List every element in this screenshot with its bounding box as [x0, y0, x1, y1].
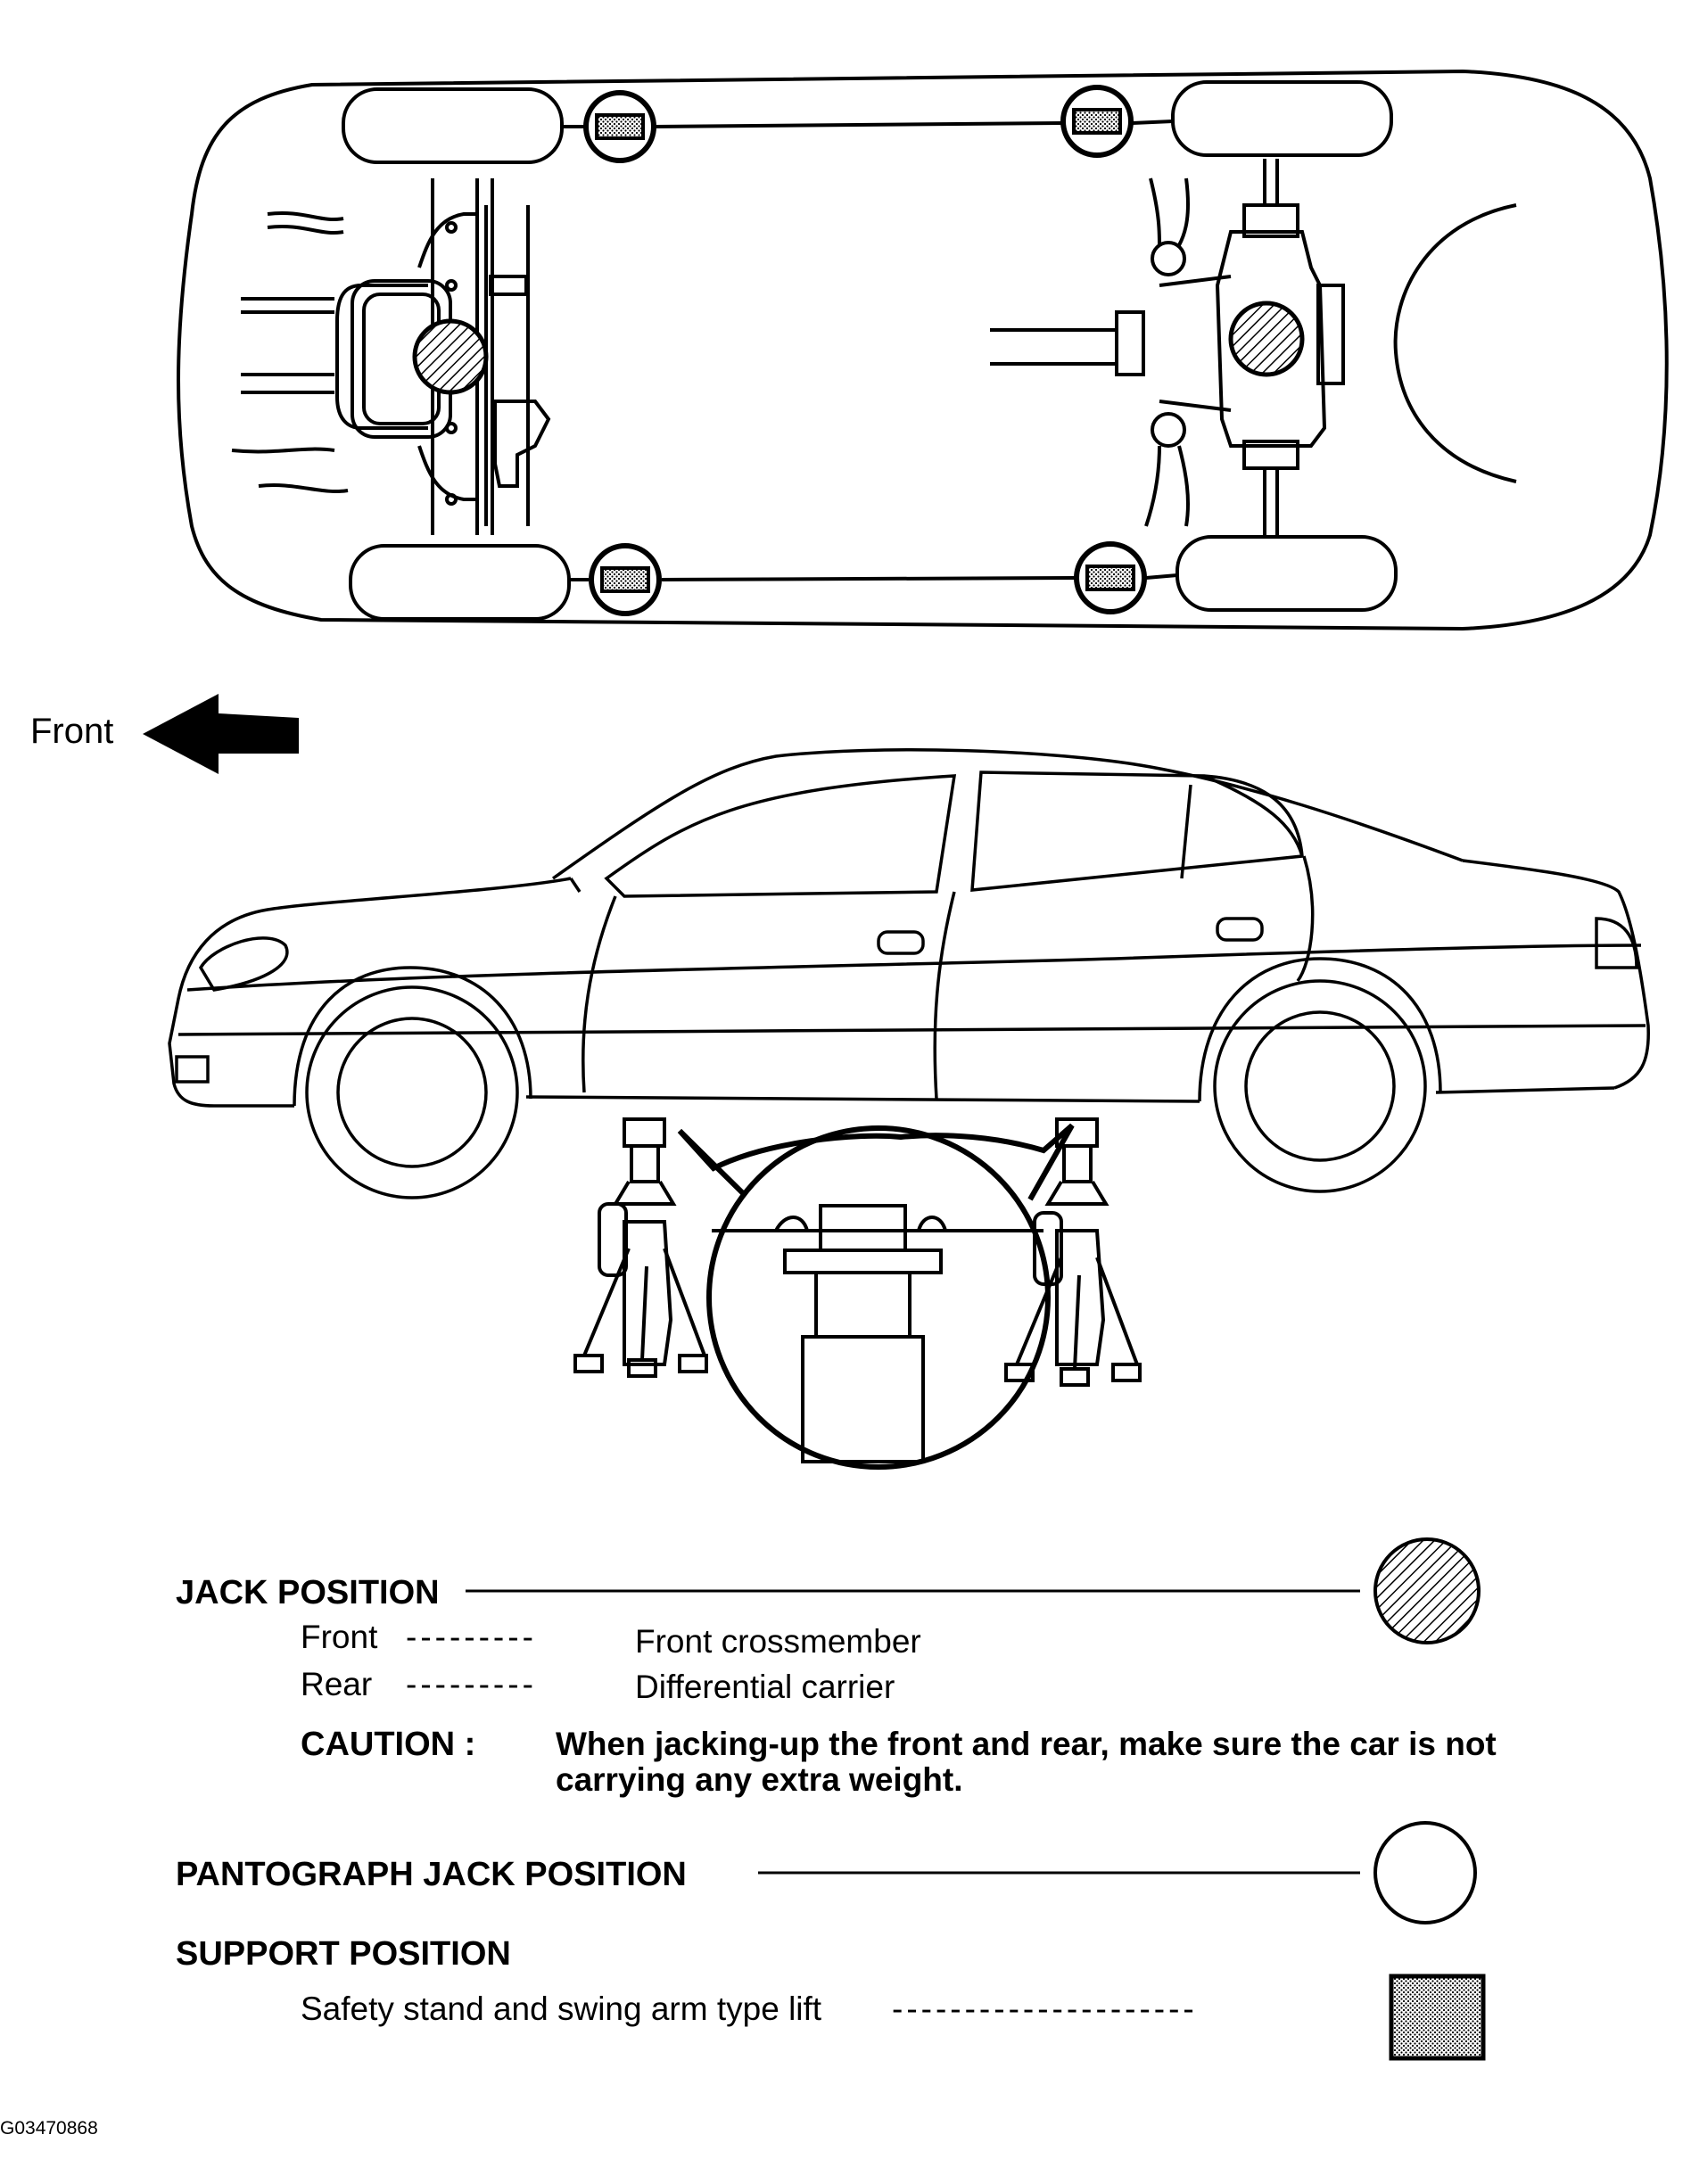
support-point-front-right [589, 543, 662, 616]
support-point-rear-right [1074, 541, 1147, 614]
front-arrow-icon [143, 694, 299, 774]
pantograph-jack-position-title: PANTOGRAPH JACK POSITION [176, 1856, 687, 1893]
jack-front-label: Front [301, 1619, 378, 1655]
front-wheel-side [305, 985, 519, 1199]
pantograph-symbol [1373, 1821, 1477, 1924]
support-position-symbol [1389, 1974, 1486, 2061]
caution-text: When jacking-up the front and rear, make… [556, 1726, 1497, 1798]
side-view-car [168, 748, 1650, 1199]
jack-rear-leader: --------- [406, 1666, 537, 1702]
front-jack-point-mark [412, 318, 489, 395]
caution-label: CAUTION : [301, 1726, 476, 1763]
support-point-front-left [583, 90, 656, 163]
jack-position-title: JACK POSITION [176, 1574, 440, 1611]
support-point-rear-left [1060, 85, 1134, 158]
rear-left-wheel [1171, 80, 1393, 157]
jack-rear-label: Rear [301, 1666, 373, 1702]
safety-stand-front [573, 1117, 708, 1378]
underbody-view [177, 69, 1669, 631]
front-left-wheel [342, 87, 564, 164]
figure-code: G03470868 [0, 2118, 98, 2139]
safety-stand-rear [1004, 1117, 1142, 1387]
front-right-wheel [349, 544, 571, 621]
jack-front-leader: --------- [406, 1619, 537, 1655]
support-position-leader: --------------------- [892, 1990, 1198, 2027]
rear-jack-point-mark [1228, 301, 1305, 377]
support-position-item: Safety stand and swing arm type lift [301, 1990, 822, 2027]
rear-right-wheel [1175, 535, 1398, 612]
support-point-marks [583, 85, 1147, 616]
front-direction-label: Front [30, 712, 114, 751]
jack-front-point: Front crossmember [635, 1623, 921, 1660]
support-position-title: SUPPORT POSITION [176, 1935, 511, 1973]
jack-rear-point: Differential carrier [635, 1669, 895, 1705]
rear-wheel-side [1213, 979, 1427, 1193]
support-detail-callout [677, 1123, 1075, 1470]
underbody-outline [177, 69, 1669, 631]
jack-position-symbol [1373, 1537, 1481, 1644]
